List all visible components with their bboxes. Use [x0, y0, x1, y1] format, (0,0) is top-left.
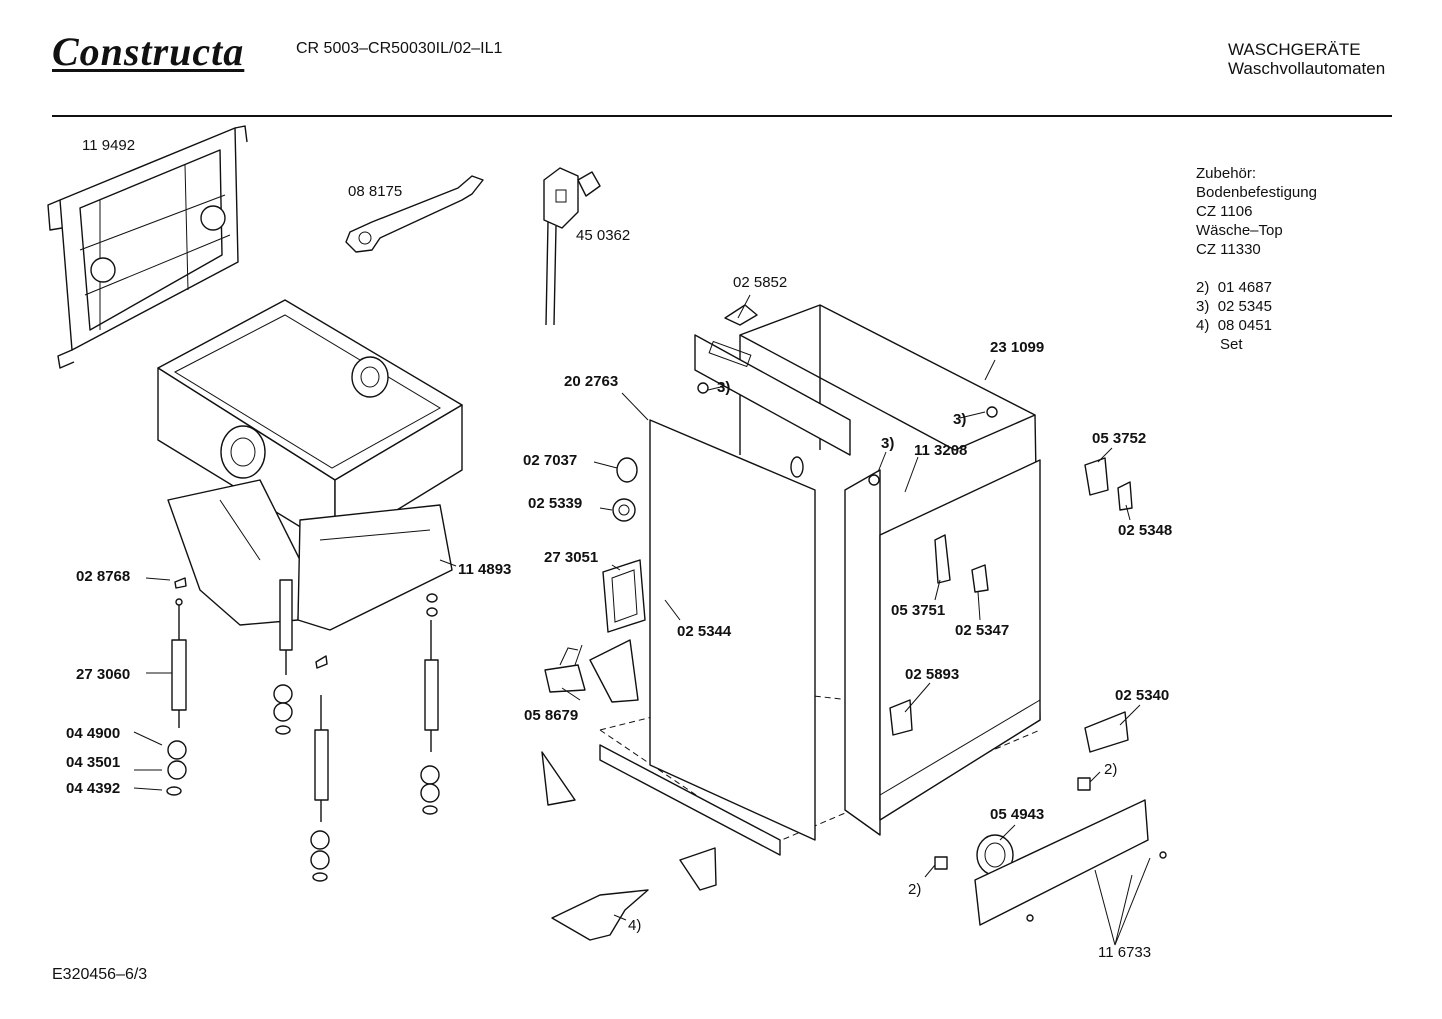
note-marker-3: 3): [881, 435, 894, 452]
note-line: 4) 08 0451: [1196, 317, 1272, 334]
part-label-053751: 05 3751: [891, 602, 945, 619]
part-label-025347: 02 5347: [955, 622, 1009, 639]
tub: [157, 299, 463, 631]
part-label-025339: 02 5339: [528, 495, 582, 512]
part-label-025340: 02 5340: [1115, 687, 1169, 704]
cabinet: [599, 304, 1041, 856]
part-label-113208: 11 3208: [914, 442, 967, 459]
part-label-025344: 02 5344: [677, 623, 732, 640]
part-label-025893: 02 5893: [905, 666, 959, 683]
part-label-053752: 05 3752: [1092, 430, 1146, 447]
part-label-025852: 02 5852: [733, 274, 787, 291]
part-label-450362: 45 0362: [576, 227, 630, 244]
part-label-202763: 20 2763: [564, 373, 618, 390]
part-label-273060: 27 3060: [76, 666, 130, 683]
brand-logo: Constructa: [52, 29, 245, 74]
note-suffix: Set: [1220, 336, 1243, 353]
small-parts: [541, 304, 1167, 941]
part-label-231099: 23 1099: [990, 339, 1044, 356]
part-label-058679: 05 8679: [524, 707, 578, 724]
note-line: 2) 01 4687: [1196, 279, 1272, 296]
part-label-054943: 05 4943: [990, 806, 1044, 823]
category-line1: WASCHGERÄTE: [1228, 40, 1361, 59]
accessory-line: Bodenbefestigung: [1196, 184, 1317, 201]
category: WASCHGERÄTE Waschvollautomaten: [1228, 40, 1385, 78]
mounting-frame: [47, 125, 248, 369]
part-label-088175: 08 8175: [348, 183, 402, 200]
leader-lines: [133, 294, 1151, 946]
part-label-273051: 27 3051: [544, 549, 598, 566]
header-rule: [52, 115, 1392, 117]
part-label-114893: 11 4893: [458, 561, 511, 578]
accessories-list: Zubehör: Bodenbefestigung CZ 1106 Wäsche…: [1196, 164, 1317, 354]
category-line2: Waschvollautomaten: [1228, 59, 1386, 78]
part-label-044392: 04 4392: [66, 780, 120, 797]
wrench: [345, 175, 484, 253]
part-label-027037: 02 7037: [523, 452, 577, 469]
part-label-116733: 11 6733: [1098, 944, 1151, 961]
note-marker-2: 2): [1104, 761, 1117, 778]
model-number: CR 5003–CR50030IL/02–IL1: [296, 40, 503, 57]
note-line: 3) 02 5345: [1196, 298, 1272, 315]
part-label-044900: 04 4900: [66, 725, 120, 742]
shock-absorbers: [166, 577, 440, 882]
part-label-043501: 04 3501: [66, 754, 120, 771]
accessories-heading: Zubehör:: [1196, 165, 1257, 182]
part-label-028768: 02 8768: [76, 568, 130, 585]
part-label-025348: 02 5348: [1118, 522, 1172, 539]
accessory-line: Wäsche–Top: [1196, 222, 1283, 239]
accessory-line: CZ 11330: [1196, 241, 1261, 258]
note-marker-2: 2): [908, 881, 921, 898]
part-label-119492: 11 9492: [82, 137, 135, 154]
accessory-line: CZ 1106: [1196, 203, 1253, 220]
drawing-id: E320456–6/3: [52, 966, 148, 983]
note-marker-3: 3): [953, 411, 966, 428]
power-plug: [543, 167, 601, 326]
note-marker-4: 4): [628, 917, 641, 934]
note-marker-3: 3): [717, 379, 730, 396]
